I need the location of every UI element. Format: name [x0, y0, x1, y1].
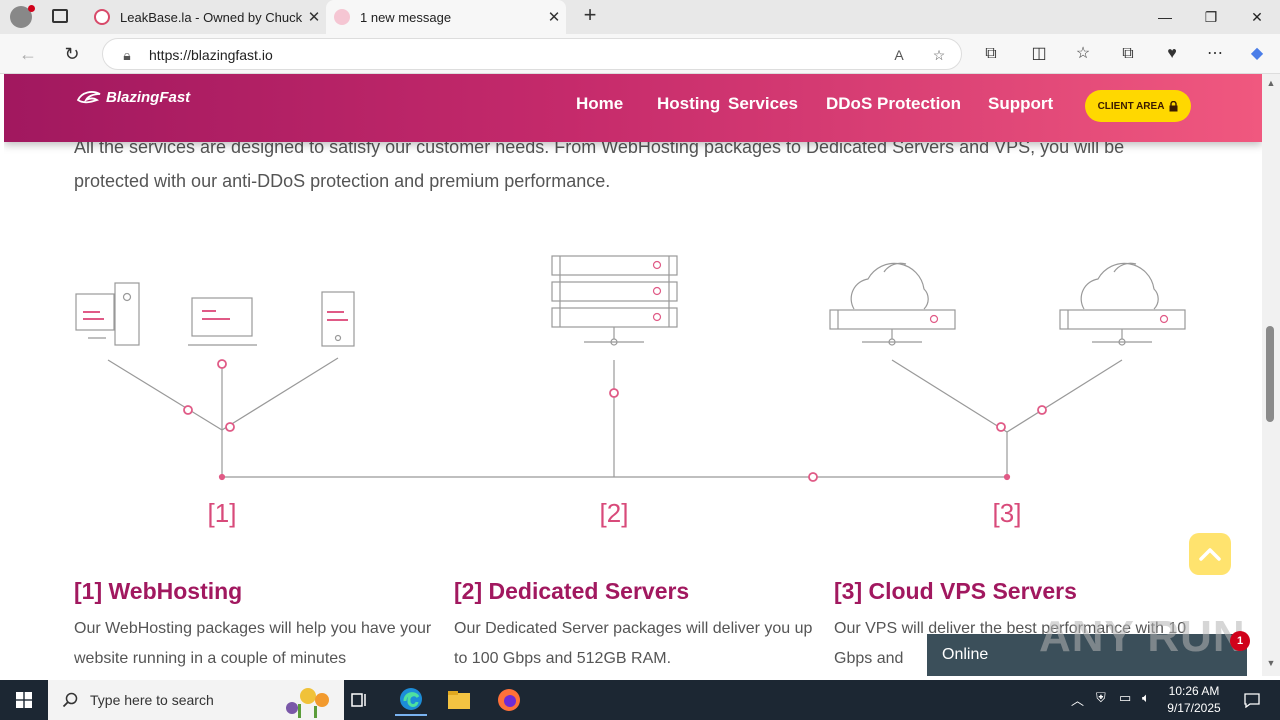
network-icon[interactable]: ▭: [1119, 690, 1132, 705]
volume-icon[interactable]: 🔈︎: [1142, 690, 1150, 705]
close-window-button[interactable]: ✕: [1251, 8, 1263, 25]
start-button[interactable]: [0, 680, 48, 720]
taskbar-search-box[interactable]: Type here to search: [48, 680, 344, 720]
address-bar-row: ← ↻ 🔒︎ https://blazingfast.io A ☆ ⧉ ◫ ☆ …: [0, 34, 1280, 74]
search-placeholder: Type here to search: [90, 692, 214, 708]
service-title: [1] WebHosting: [74, 578, 243, 604]
service-column-dedicated: [2] Dedicated Servers Our Dedicated Serv…: [454, 574, 814, 674]
windows-logo-icon: [16, 692, 32, 708]
extensions-icon[interactable]: ⧉: [985, 45, 997, 62]
anyrun-watermark: ANY RUN: [1039, 612, 1246, 661]
show-hidden-icons-chevron-icon[interactable]: ︿: [1071, 693, 1085, 708]
diagram-label-3: [3]: [993, 498, 1022, 528]
diagram-label-1: [1]: [208, 498, 237, 528]
lock-icon: [1169, 100, 1178, 111]
web-page: All the services are designed to satisfy…: [4, 74, 1262, 676]
service-description: Our VPS will deliver the best performanc…: [834, 620, 1187, 667]
chat-unread-badge: 1: [1230, 631, 1250, 651]
intro-line-1: All the services are designed to satisfy…: [74, 137, 1125, 157]
tab-title: 1 new message: [360, 9, 452, 25]
restore-button[interactable]: ❐: [1204, 8, 1218, 25]
close-tab-icon[interactable]: ✕: [307, 9, 321, 26]
connection-nodes: [183, 359, 1047, 482]
nav-support[interactable]: Support: [988, 94, 1054, 113]
chat-widget[interactable]: Online: [927, 634, 1247, 676]
edge-browser-icon[interactable]: [395, 684, 427, 716]
leakbase-favicon-icon: [94, 9, 110, 25]
nav-home[interactable]: Home: [576, 94, 624, 113]
back-button[interactable]: ←: [19, 43, 37, 64]
tab-actions-icon[interactable]: [52, 9, 68, 23]
tab-leakbase[interactable]: LeakBase.la - Owned by Chucky ✕: [86, 0, 326, 34]
logo-text: BlazingFast: [106, 88, 191, 106]
blazingfast-favicon-icon: [334, 9, 350, 25]
profile-avatar[interactable]: [10, 6, 32, 28]
server-rack-icon: [551, 255, 678, 346]
intro-text: All the services are designed to satisfy…: [74, 130, 1194, 198]
tab-new-message[interactable]: 1 new message ✕: [326, 0, 566, 34]
desktop-computer-icon: [75, 282, 140, 346]
cloud-server-icon: [829, 262, 956, 346]
clock-date: 9/17/2025: [1167, 701, 1221, 715]
tulips-decoration-icon: [286, 688, 329, 718]
service-description: Our Dedicated Server packages will deliv…: [454, 620, 813, 667]
profile-notification-dot: [28, 5, 35, 12]
network-diagram: [1] [2] [3]: [75, 255, 1186, 528]
collections-icon[interactable]: ⧉: [1122, 45, 1134, 62]
clock-time: 10:26 AM: [1168, 684, 1220, 698]
scroll-to-top-button[interactable]: [1189, 533, 1231, 575]
refresh-button[interactable]: ↻: [64, 43, 80, 64]
chat-status: Online: [942, 646, 989, 663]
service-title: [2] Dedicated Servers: [454, 578, 690, 604]
address-bar[interactable]: 🔒︎ https://blazingfast.io A ☆: [102, 38, 962, 70]
diagram-label-2: [2]: [600, 498, 629, 528]
page-scrollbar[interactable]: ▲ ▼: [1262, 74, 1280, 676]
more-menu-icon[interactable]: ⋯: [1207, 45, 1223, 62]
read-aloud-icon[interactable]: A: [894, 47, 904, 63]
flame-logo-icon: [76, 91, 101, 104]
laptop-icon: [188, 297, 257, 346]
client-area-label: CLIENT AREA: [1097, 100, 1165, 112]
close-tab-icon[interactable]: ✕: [547, 9, 561, 26]
cloud-server-icon: [1059, 262, 1186, 346]
chevron-up-icon: [1199, 548, 1221, 561]
url-text[interactable]: https://blazingfast.io: [149, 47, 273, 63]
system-clock[interactable]: 10:26 AM 9/17/2025: [1158, 683, 1230, 717]
favorites-icon[interactable]: ☆: [1075, 45, 1091, 62]
file-explorer-icon[interactable]: [443, 684, 475, 716]
connection-lines: [107, 357, 1123, 478]
performance-icon[interactable]: ♥: [1167, 45, 1177, 62]
service-title: [3] Cloud VPS Servers: [834, 578, 1077, 604]
minimize-button[interactable]: —: [1158, 9, 1172, 25]
site-header: BlazingFast Home Hosting Services DDoS P…: [4, 74, 1262, 142]
service-column-cloud-vps: [3] Cloud VPS Servers Our VPS will deliv…: [834, 574, 1194, 674]
lock-icon[interactable]: 🔒︎: [123, 47, 131, 63]
task-view-icon[interactable]: [344, 684, 376, 716]
windows-taskbar: Type here to search ︿ ⛨ ▭ 🔈︎ 10:26 AM 9/…: [0, 680, 1280, 720]
intro-line-2: protected with our anti-DDoS protection …: [74, 171, 611, 191]
notifications-icon[interactable]: [1236, 684, 1268, 716]
security-tray-icon[interactable]: ⛨: [1096, 690, 1106, 705]
tower-server-icon: [321, 291, 355, 347]
scroll-thumb[interactable]: [1266, 326, 1274, 422]
search-icon: [62, 692, 78, 708]
browser-tab-bar: LeakBase.la - Owned by Chucky ✕ 1 new me…: [0, 0, 1280, 34]
favorite-star-icon[interactable]: ☆: [932, 47, 946, 63]
service-column-webhosting: [1] WebHosting Our WebHosting packages w…: [74, 574, 434, 674]
tab-title: LeakBase.la - Owned by Chucky: [120, 9, 302, 25]
firefox-icon[interactable]: [493, 684, 525, 716]
service-description: Our WebHosting packages will help you ha…: [74, 620, 432, 667]
client-area-button[interactable]: CLIENT AREA: [1085, 90, 1191, 122]
copilot-icon[interactable]: ◆: [1250, 45, 1264, 62]
new-tab-button[interactable]: +: [583, 2, 597, 27]
scroll-down-arrow-icon[interactable]: ▼: [1266, 658, 1276, 668]
nav-hosting[interactable]: Hosting: [657, 94, 721, 113]
nav-ddos-protection[interactable]: DDoS Protection: [826, 94, 962, 113]
scroll-up-arrow-icon[interactable]: ▲: [1266, 78, 1276, 88]
nav-services[interactable]: Services: [728, 94, 798, 113]
blazingfast-logo[interactable]: BlazingFast: [76, 86, 190, 108]
split-screen-icon[interactable]: ◫: [1031, 45, 1047, 62]
